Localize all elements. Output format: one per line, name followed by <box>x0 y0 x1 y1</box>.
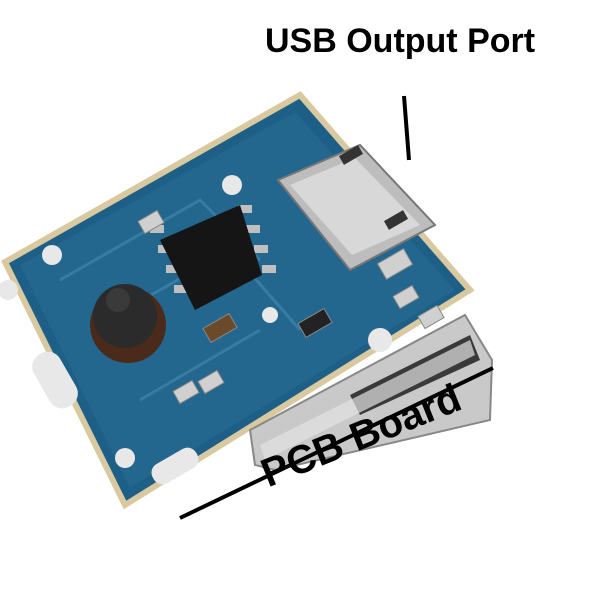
usb-pointer-line <box>402 95 411 161</box>
usb-output-port-label: USB Output Port <box>265 22 536 60</box>
usb-a-port <box>248 313 494 472</box>
inductor <box>90 284 166 363</box>
pcb-pointer-line <box>179 366 494 520</box>
micro-usb-port <box>276 143 437 272</box>
ic-chip <box>150 205 276 310</box>
